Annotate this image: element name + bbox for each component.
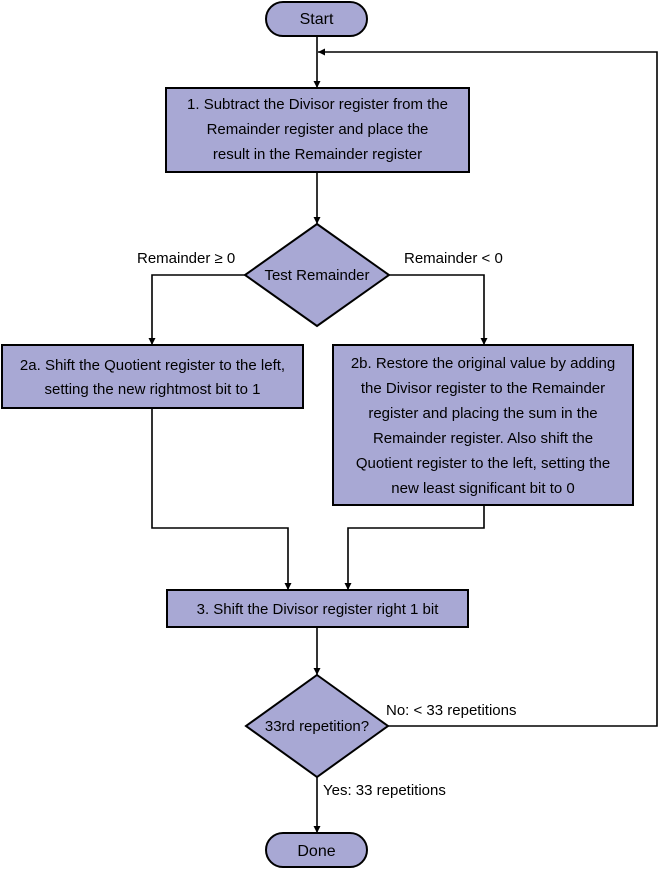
step3-box: 3. Shift the Divisor register right 1 bi… — [166, 589, 469, 628]
repetition-label: 33rd repetition? — [265, 718, 369, 735]
step2b-line-6: new least significant bit to 0 — [391, 480, 574, 497]
label-remainder-ge-zero: Remainder ≥ 0 — [137, 250, 235, 267]
step2b-line-5: Quotient register to the left, setting t… — [356, 455, 610, 472]
step2b-line-3: register and placing the sum in the — [368, 405, 597, 422]
edge-test-to-step2b — [389, 274, 488, 345]
step2a-box: 2a. Shift the Quotient register to the l… — [1, 344, 304, 409]
done-node: Done — [265, 832, 368, 868]
start-label: Start — [300, 11, 334, 28]
label-no-repetitions: No: < 33 repetitions — [386, 702, 517, 719]
test-remainder-decision: Test Remainder — [243, 222, 391, 328]
step1-line-3: result in the Remainder register — [213, 146, 422, 163]
edge-step2b-to-step3 — [344, 505, 485, 590]
edge-step2a-to-step3 — [151, 408, 292, 590]
done-label: Done — [297, 843, 335, 860]
start-node: Start — [265, 1, 368, 37]
step2b-line-1: 2b. Restore the original value by adding — [351, 355, 615, 372]
step1-box: 1. Subtract the Divisor register from th… — [165, 87, 470, 173]
test-remainder-label: Test Remainder — [264, 267, 369, 284]
repetition-decision: 33rd repetition? — [244, 673, 390, 779]
edge-test-to-step2a — [148, 274, 245, 345]
step2b-line-2: the Divisor register to the Remainder — [361, 380, 605, 397]
label-yes-repetitions: Yes: 33 repetitions — [323, 782, 446, 799]
step3-label: 3. Shift the Divisor register right 1 bi… — [197, 601, 440, 618]
step2b-box: 2b. Restore the original value by adding… — [332, 344, 634, 506]
step1-line-2: Remainder register and place the — [207, 121, 429, 138]
edge-loop-back — [318, 48, 658, 727]
step2a-line-1: 2a. Shift the Quotient register to the l… — [20, 357, 285, 374]
step1-line-1: 1. Subtract the Divisor register from th… — [187, 96, 448, 113]
step2a-line-2: setting the new rightmost bit to 1 — [45, 381, 261, 398]
step2b-line-4: Remainder register. Also shift the — [373, 430, 593, 447]
label-remainder-lt-zero: Remainder < 0 — [404, 250, 503, 267]
